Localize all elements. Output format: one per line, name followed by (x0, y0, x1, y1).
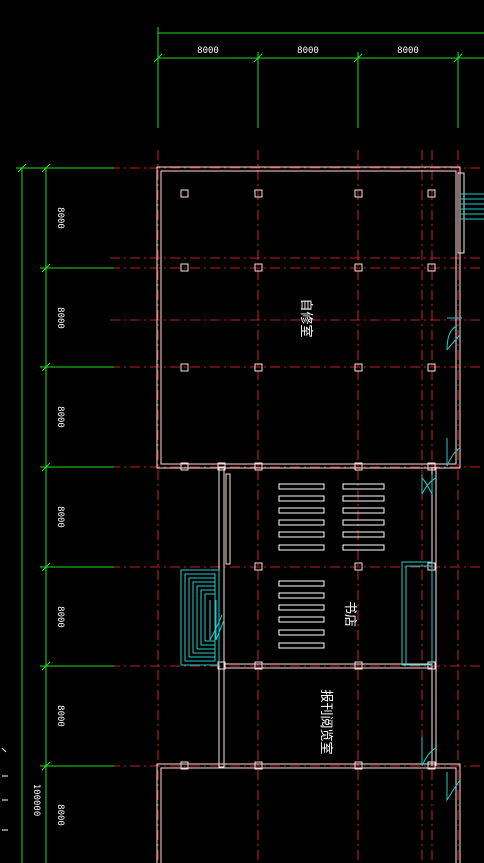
left-dim-2: 8000 (55, 307, 65, 329)
left-dim-6: 8000 (55, 705, 65, 727)
room-label-reading: 报刊阅览室 (318, 689, 334, 754)
room-label-study: 自修室 (298, 298, 314, 337)
left-dim-3: 8000 (55, 406, 65, 428)
total-dim: 100000 (31, 784, 41, 817)
top-dimension-line (153, 27, 484, 128)
top-dim-1: 8000 (197, 46, 219, 56)
stair-left (180, 569, 220, 666)
left-dim-1: 8000 (55, 207, 65, 229)
door-swings (209, 317, 462, 802)
walls (156, 166, 465, 863)
left-dim-4: 8000 (55, 506, 65, 528)
left-edge-annotation (1, 747, 8, 831)
stair-right (401, 561, 433, 666)
room-label-bookstore: 书店 (342, 601, 357, 627)
stair-top-right (460, 193, 484, 220)
top-dim-3: 8000 (397, 46, 419, 56)
left-dimension-line (16, 163, 114, 863)
left-dim-5: 8000 (55, 606, 65, 628)
left-dim-7: 8000 (55, 804, 65, 826)
bookshelves (278, 483, 385, 649)
top-dim-2: 8000 (297, 46, 319, 56)
